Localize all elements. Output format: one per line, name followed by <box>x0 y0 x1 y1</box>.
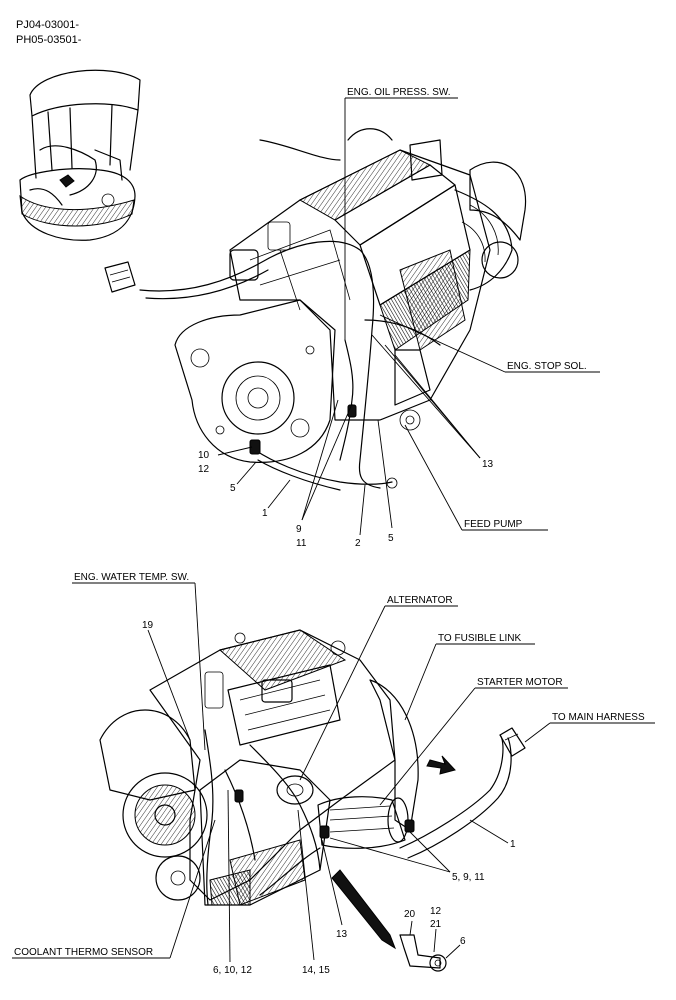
model-code-1: PJ04-03001- <box>16 19 79 31</box>
callout-eng-stop-sol: ENG. STOP SOL. <box>507 361 587 372</box>
part-number-19: 19 <box>142 620 154 631</box>
part-number-5-9-11: 5, 9, 11 <box>452 872 485 883</box>
part-number-11-top: 11 <box>296 538 307 549</box>
part-number-6-10-12: 6, 10, 12 <box>213 965 252 976</box>
callout-coolant-thermo-sensor: COOLANT THERMO SENSOR <box>14 947 153 958</box>
part-number-14-15: 14, 15 <box>302 965 330 976</box>
part-number-5-top-left: 5 <box>230 483 236 494</box>
part-number-6-bottom: 6 <box>460 936 466 947</box>
part-number-12-top: 12 <box>198 464 210 475</box>
part-number-21: 21 <box>430 919 442 930</box>
bottom-engine-illustration <box>99 629 526 972</box>
part-number-9-top: 9 <box>296 524 302 535</box>
bottom-callouts: ENG. WATER TEMP. SW. ALTERNATOR TO FUSIB… <box>12 572 655 976</box>
part-number-13-top: 13 <box>482 459 494 470</box>
part-number-20: 20 <box>404 909 416 920</box>
part-number-5-top-right: 5 <box>388 533 394 544</box>
top-callouts: ENG. OIL PRESS. SW. ENG. STOP SOL. FEED … <box>198 87 600 549</box>
callout-to-fusible-link: TO FUSIBLE LINK <box>438 633 522 644</box>
model-code-2: PH05-03501- <box>16 34 82 46</box>
callout-to-main-harness: TO MAIN HARNESS <box>552 712 645 723</box>
part-number-10-top: 10 <box>198 450 210 461</box>
callout-eng-oil-press-sw: ENG. OIL PRESS. SW. <box>347 87 451 98</box>
part-number-1-bottom: 1 <box>510 839 516 850</box>
callout-feed-pump: FEED PUMP <box>464 519 523 530</box>
part-number-12-bottom: 12 <box>430 906 442 917</box>
top-engine-illustration <box>104 128 527 491</box>
callout-eng-water-temp-sw: ENG. WATER TEMP. SW. <box>74 572 189 583</box>
callout-alternator: ALTERNATOR <box>387 595 453 606</box>
callout-starter-motor: STARTER MOTOR <box>477 677 563 688</box>
part-number-13-bottom: 13 <box>336 929 348 940</box>
part-number-2-top: 2 <box>355 538 361 549</box>
machine-thumbnail-illustration <box>19 69 141 241</box>
part-number-1-top: 1 <box>262 508 268 519</box>
